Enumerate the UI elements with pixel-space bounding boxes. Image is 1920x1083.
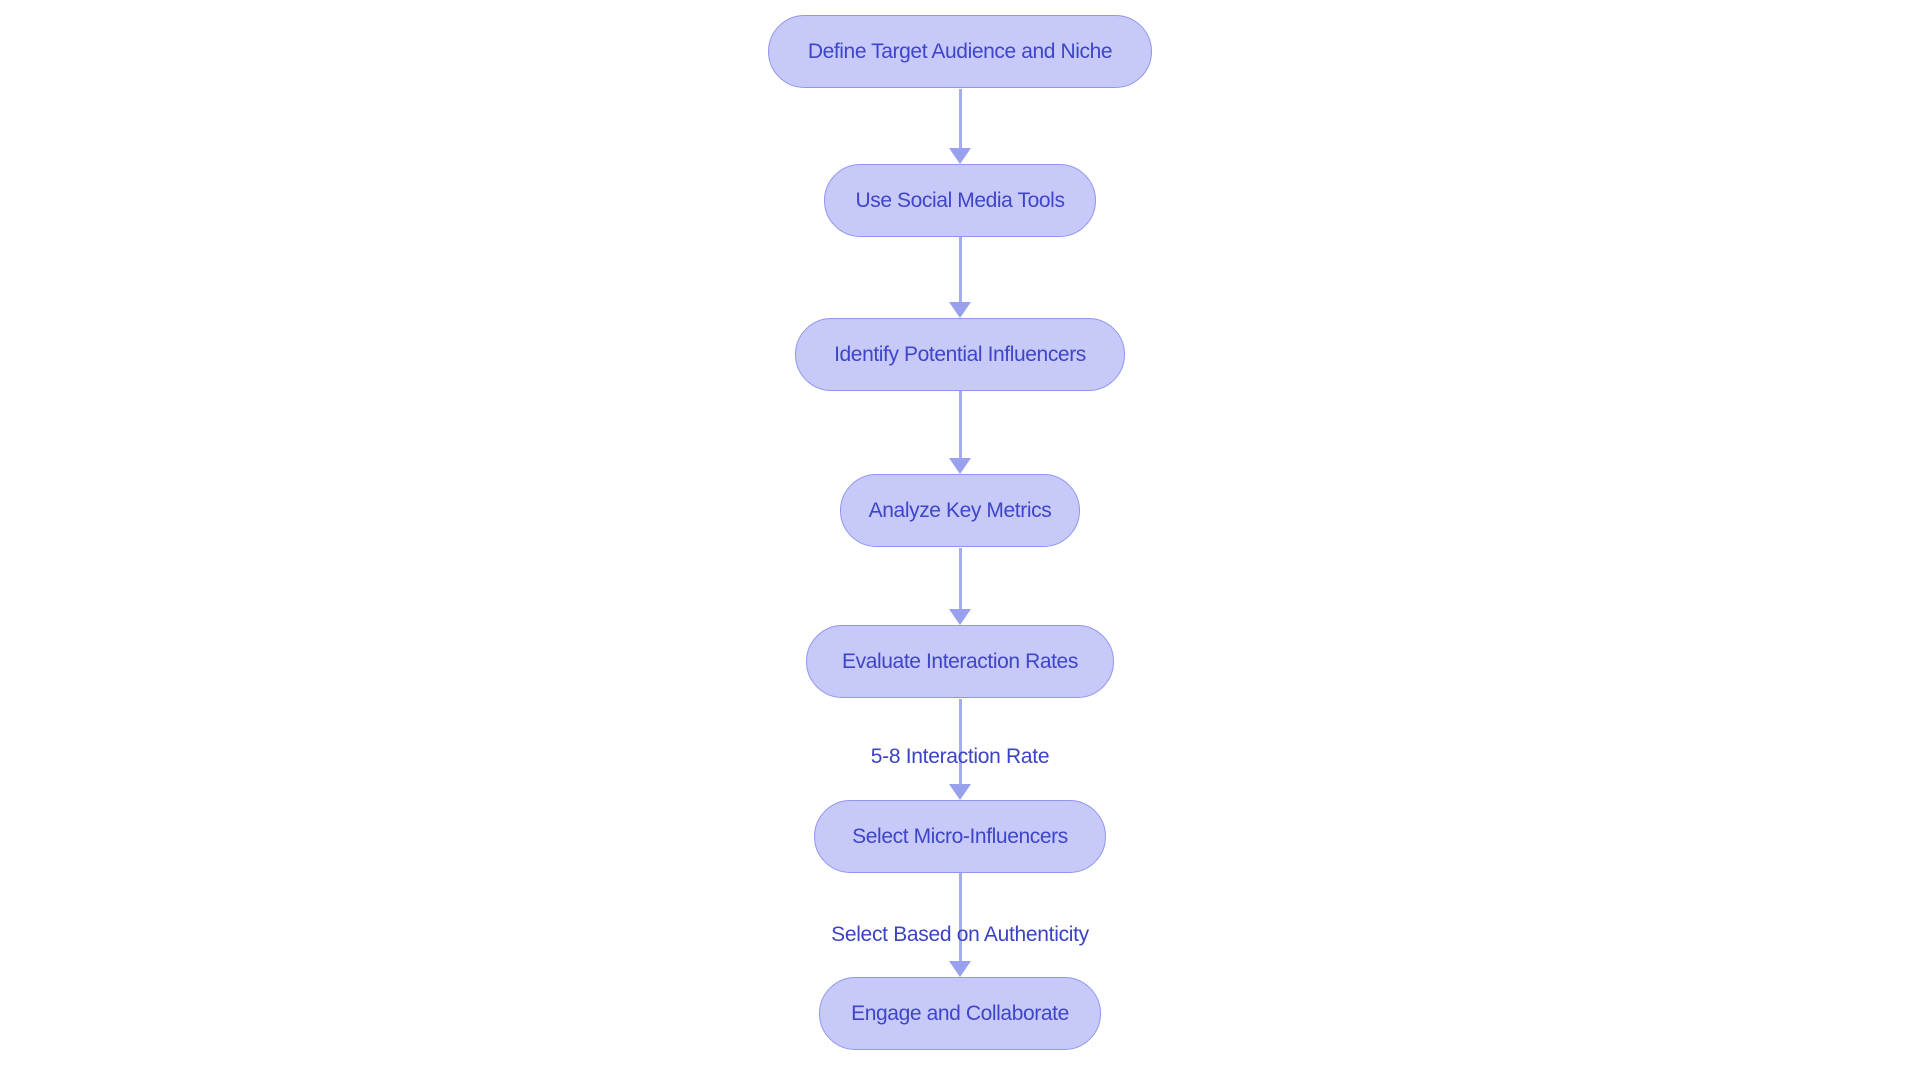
arrow-head-icon — [949, 148, 971, 164]
flow-node-select-micro-influencers: Select Micro-Influencers — [814, 800, 1106, 873]
flow-node-label: Use Social Media Tools — [855, 188, 1065, 212]
arrow-head-icon — [949, 961, 971, 977]
flow-arrow-2 — [949, 237, 971, 318]
arrow-line — [958, 89, 962, 148]
flow-node-engage-and-collaborate: Engage and Collaborate — [819, 977, 1101, 1050]
edge-label-interaction-rate: 5-8 Interaction Rate — [870, 745, 1050, 768]
flow-arrow-4 — [949, 548, 971, 625]
flow-node-define-target-audience-and-niche: Define Target Audience and Niche — [768, 15, 1152, 88]
flow-node-label: Select Micro-Influencers — [852, 824, 1068, 848]
arrow-head-icon — [949, 784, 971, 800]
flow-arrow-6 — [949, 873, 971, 977]
flow-arrow-5 — [949, 699, 971, 800]
flow-node-label: Identify Potential Influencers — [834, 342, 1086, 366]
arrow-line — [958, 391, 962, 458]
arrow-line — [958, 873, 962, 961]
flow-node-use-social-media-tools: Use Social Media Tools — [824, 164, 1096, 237]
flow-node-evaluate-interaction-rates: Evaluate Interaction Rates — [806, 625, 1114, 698]
arrow-line — [958, 548, 962, 609]
arrow-head-icon — [949, 302, 971, 318]
flow-node-analyze-key-metrics: Analyze Key Metrics — [840, 474, 1080, 547]
flow-node-label: Engage and Collaborate — [851, 1001, 1069, 1025]
flow-node-label: Define Target Audience and Niche — [807, 39, 1113, 63]
arrow-line — [958, 699, 962, 784]
flow-arrow-3 — [949, 391, 971, 474]
flow-node-label: Analyze Key Metrics — [868, 498, 1052, 522]
arrow-head-icon — [949, 458, 971, 474]
edge-label-authenticity: Select Based on Authenticity — [831, 923, 1089, 946]
flow-node-label: Evaluate Interaction Rates — [842, 649, 1078, 673]
flow-node-identify-potential-influencers: Identify Potential Influencers — [795, 318, 1125, 391]
flow-arrow-1 — [949, 89, 971, 164]
arrow-head-icon — [949, 609, 971, 625]
arrow-line — [958, 237, 962, 302]
